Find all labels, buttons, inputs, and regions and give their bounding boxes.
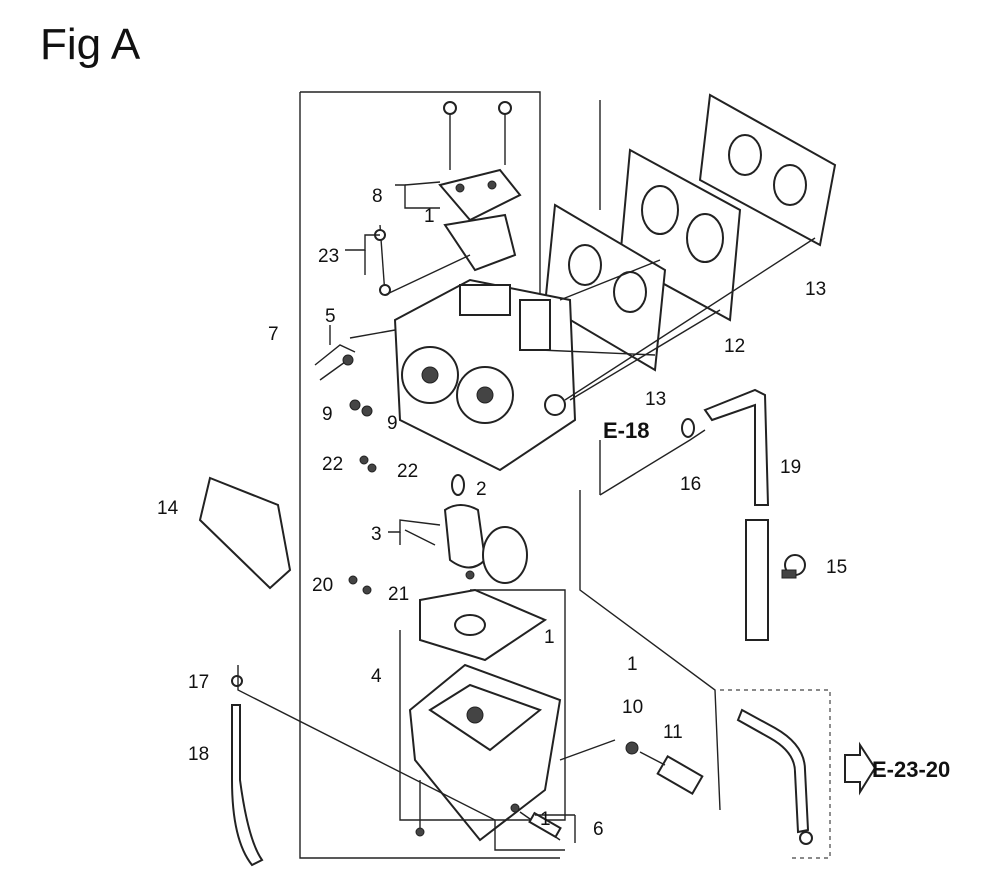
callout-5: 5 <box>325 306 336 327</box>
breather-tube-19 <box>703 388 770 641</box>
callout-1-drain: 1 <box>540 809 551 830</box>
clip-16 <box>681 418 695 438</box>
callout-3: 3 <box>371 524 382 545</box>
small-parts-20-21 <box>348 575 372 595</box>
callout-22-left: 22 <box>322 454 343 475</box>
top-cover <box>438 101 522 272</box>
callout-4: 4 <box>371 666 382 687</box>
callout-2: 2 <box>476 479 487 500</box>
carburetor-body <box>349 278 577 472</box>
callout-13-top: 13 <box>805 279 826 300</box>
callout-14: 14 <box>157 498 179 519</box>
float-chamber <box>408 588 562 842</box>
gasket-plate-front <box>543 203 667 372</box>
callout-19: 19 <box>780 457 801 478</box>
fuel-cut-solenoid <box>559 739 704 796</box>
reference-e-23-20[interactable]: E-23-20 <box>872 757 950 782</box>
assembly-boundary <box>299 91 560 859</box>
callout-9-left: 9 <box>322 404 333 425</box>
mixture-screw <box>314 344 356 381</box>
callout-17: 17 <box>188 672 209 693</box>
callout-13-bottom: 13 <box>645 389 666 410</box>
callout-16: 16 <box>680 474 701 495</box>
arrow-e-23-20 <box>844 741 877 796</box>
fuel-tube-18 <box>231 675 264 867</box>
callout-22-right: 22 <box>397 461 418 482</box>
o-ring-gasket <box>198 476 292 590</box>
figure-title: Fig A <box>40 20 141 69</box>
callout-1-chamber: 1 <box>544 627 555 648</box>
callout-6: 6 <box>593 819 604 840</box>
e-23-20-subassembly <box>720 689 831 859</box>
chamber-bracket-4 <box>399 589 566 821</box>
reference-e-18[interactable]: E-18 <box>603 418 649 443</box>
jet-parts-22 <box>359 455 377 473</box>
callout-1-top: 1 <box>424 206 435 227</box>
gasket-plate-rear <box>698 93 837 247</box>
drain-screw <box>510 803 562 841</box>
callout-brackets <box>329 181 576 843</box>
float-assembly <box>404 474 528 584</box>
callout-10: 10 <box>622 697 643 718</box>
callout-23: 23 <box>318 246 339 267</box>
callout-21: 21 <box>388 584 409 605</box>
callout-15: 15 <box>826 557 847 578</box>
callout-11: 11 <box>663 722 683 743</box>
callout-20: 20 <box>312 575 333 596</box>
jet-parts-9 <box>349 399 373 417</box>
callout-12: 12 <box>724 336 745 357</box>
leader-lines <box>237 237 816 851</box>
hose-clamp-15 <box>781 554 806 579</box>
callout-7: 7 <box>268 324 279 345</box>
callout-1-solenoid: 1 <box>627 654 638 675</box>
insulator-plate <box>618 148 742 322</box>
callout-8: 8 <box>372 186 383 207</box>
callout-9-right: 9 <box>387 413 398 434</box>
callout-18: 18 <box>188 744 209 765</box>
